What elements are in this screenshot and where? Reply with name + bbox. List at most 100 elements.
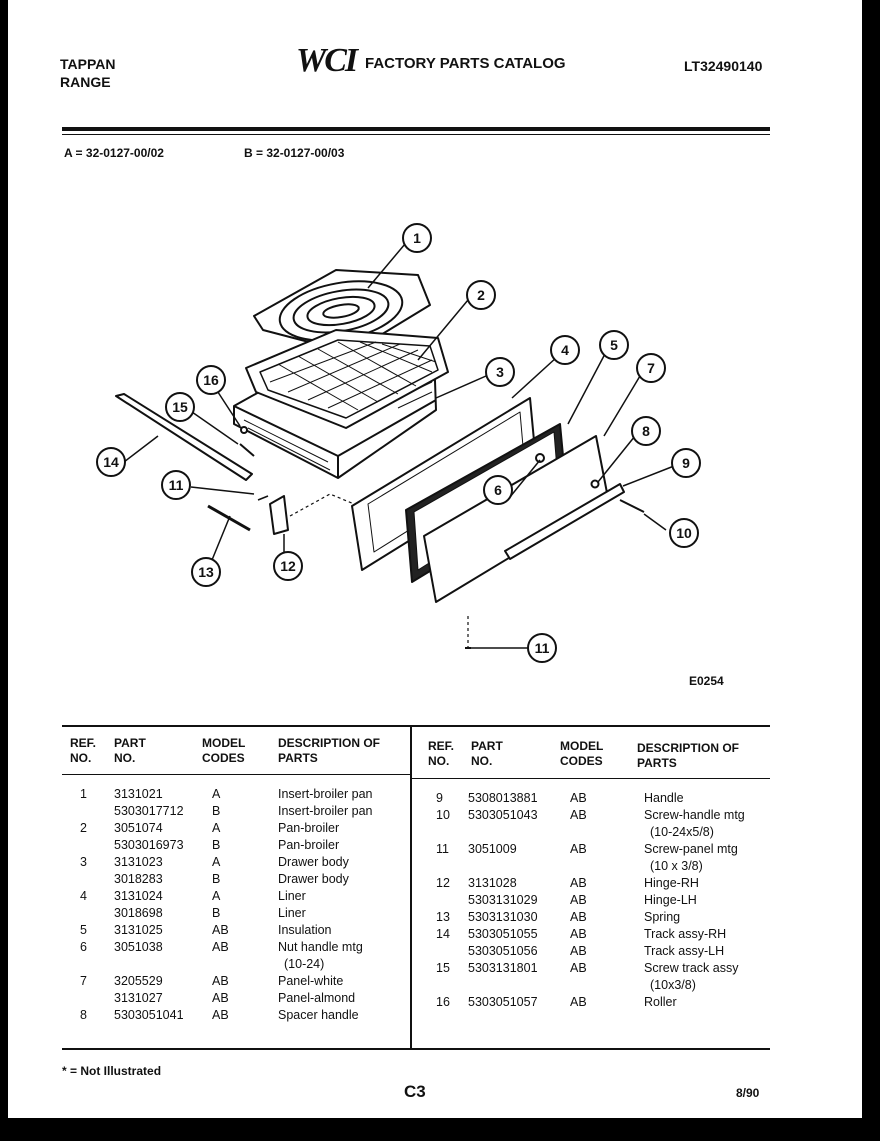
cell-desc: Handle xyxy=(644,791,684,805)
cell-part: 3205529 xyxy=(114,974,163,988)
callout-7 xyxy=(636,353,666,383)
cell-part: 3018283 xyxy=(114,872,163,886)
cell-ref: 7 xyxy=(80,974,87,988)
brand-line-1: TAPPAN xyxy=(60,56,116,72)
catalog-title: FACTORY PARTS CATALOG xyxy=(365,55,566,72)
catalog-number: LT32490140 xyxy=(684,58,763,74)
cell-part: 5303051057 xyxy=(468,995,538,1009)
callout-11a xyxy=(161,470,191,500)
cell-code: AB xyxy=(212,940,229,954)
cell-part: 3051038 xyxy=(114,940,163,954)
cell-part: 3131024 xyxy=(114,889,163,903)
cell-ref: 10 xyxy=(436,808,450,822)
table-row: (10x3/8) xyxy=(422,977,770,994)
cell-desc: (10-24) xyxy=(284,957,325,971)
brand-line-2: RANGE xyxy=(60,74,111,90)
cell-desc: Screw-panel mtg xyxy=(644,842,738,856)
cell-desc: Liner xyxy=(278,906,306,920)
cell-part: 5303051043 xyxy=(468,808,538,822)
callout-16 xyxy=(196,365,226,395)
callout-8 xyxy=(631,416,661,446)
cell-ref: 9 xyxy=(436,791,443,805)
cell-desc: Drawer body xyxy=(278,872,349,886)
callout-5 xyxy=(599,330,629,360)
cell-code: AB xyxy=(570,927,587,941)
table-bottom-rule xyxy=(62,1048,770,1050)
part-screw-handle xyxy=(619,499,645,513)
cell-code: A xyxy=(212,821,221,835)
callout-13 xyxy=(191,557,221,587)
part-broiler-pan xyxy=(245,329,449,429)
callout-label: 4 xyxy=(561,342,569,358)
callout-label: 7 xyxy=(647,360,655,376)
part-screw-track xyxy=(239,443,255,457)
cell-part: 5303131030 xyxy=(468,910,538,924)
cell-desc: Spacer handle xyxy=(278,1008,359,1022)
cell-part: 3131021 xyxy=(114,787,163,801)
cell-code: A xyxy=(212,787,221,801)
cell-code: AB xyxy=(570,842,587,856)
callout-label: 13 xyxy=(198,564,214,580)
cell-code: A xyxy=(212,855,221,869)
table-top-rule xyxy=(62,725,770,727)
cell-part: 5303051041 xyxy=(114,1008,184,1022)
cell-desc: Pan-broiler xyxy=(278,821,340,835)
cell-desc: (10-24x5/8) xyxy=(650,825,714,839)
cell-code: AB xyxy=(570,910,587,924)
cell-desc: Pan-broiler xyxy=(278,838,340,852)
cell-part: 3131027 xyxy=(114,991,163,1005)
cell-code: B xyxy=(212,906,221,920)
callout-10 xyxy=(669,518,699,548)
cell-part: 3051074 xyxy=(114,821,163,835)
cell-part: 3131028 xyxy=(468,876,517,890)
right-header-model-codes: MODEL CODES xyxy=(560,739,604,768)
cell-ref: 5 xyxy=(80,923,87,937)
header-rule-thick xyxy=(62,127,770,131)
cell-part: 5303131029 xyxy=(468,893,538,907)
left-header-ref-no: REF. NO. xyxy=(70,736,97,765)
cell-code: AB xyxy=(570,995,587,1009)
cell-desc: Liner xyxy=(278,889,306,903)
wci-logo: WCI xyxy=(296,42,358,79)
callout-label: 2 xyxy=(477,287,485,303)
table-row: (10-24) xyxy=(70,956,410,973)
model-key-a: A = 32-0127-00/02 xyxy=(64,146,164,160)
part-insert-broiler-pan xyxy=(253,269,431,354)
exploded-parts-diagram: 1 2 3 4 5 6 7 8 9 10 11 11 12 13 14 15 1… xyxy=(96,223,701,663)
callout-label: 3 xyxy=(496,364,504,380)
callout-label: 10 xyxy=(676,525,692,541)
cell-code: AB xyxy=(570,961,587,975)
callout-label: 6 xyxy=(494,482,502,498)
parts-catalog-page: TAPPAN RANGE WCI FACTORY PARTS CATALOG L… xyxy=(8,0,862,1118)
cell-desc: Track assy-RH xyxy=(644,927,727,941)
cell-code: AB xyxy=(570,944,587,958)
not-illustrated-note: * = Not Illustrated xyxy=(62,1064,162,1078)
callout-label: 12 xyxy=(280,558,296,574)
cell-desc: Screw-handle mtg xyxy=(644,808,745,822)
cell-code: AB xyxy=(570,808,587,822)
cell-ref: 11 xyxy=(436,842,449,856)
cell-desc: (10 x 3/8) xyxy=(650,859,703,873)
cell-desc: Screw track assy xyxy=(644,961,739,975)
cell-desc: Insert-broiler pan xyxy=(278,804,373,818)
part-track-assy xyxy=(115,393,253,481)
cell-desc: (10x3/8) xyxy=(650,978,696,992)
cell-code: B xyxy=(212,838,221,852)
model-key-b: B = 32-0127-00/03 xyxy=(244,146,345,160)
callout-circles xyxy=(96,223,701,663)
cell-code: B xyxy=(212,872,221,886)
cell-desc: Insulation xyxy=(278,923,332,937)
callout-label: 5 xyxy=(610,337,618,353)
cell-code: AB xyxy=(212,1008,229,1022)
callout-label: 8 xyxy=(642,423,650,439)
